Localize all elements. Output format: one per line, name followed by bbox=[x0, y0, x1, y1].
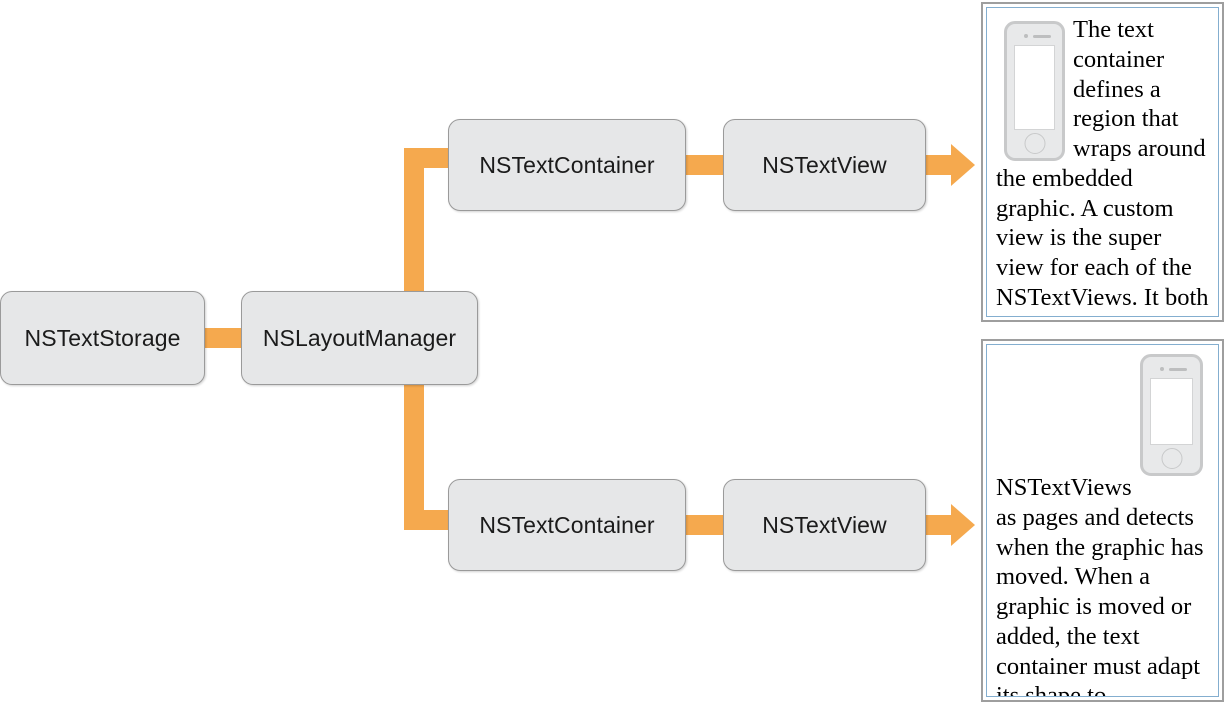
node-text-container-bottom-label: NSTextContainer bbox=[479, 511, 655, 538]
panel-top-inner: The text container defines a region that… bbox=[986, 7, 1219, 317]
connector-trunk-top-arm bbox=[404, 148, 460, 168]
node-layout-manager-label: NSLayoutManager bbox=[262, 324, 457, 351]
node-text-view-top-label: NSTextView bbox=[762, 151, 887, 178]
iphone-speaker-slot bbox=[1169, 368, 1187, 371]
connector-storage-to-layout bbox=[200, 328, 248, 348]
panel-bottom-text-body: NSTextViews as pages and detects when th… bbox=[987, 345, 1218, 697]
panel-top: The text container defines a region that… bbox=[981, 2, 1224, 322]
panel-top-text-body: The text container defines a region that… bbox=[987, 8, 1218, 316]
panel-bottom: NSTextViews as pages and detects when th… bbox=[981, 339, 1224, 702]
iphone-icon bbox=[1004, 21, 1065, 161]
iphone-icon bbox=[1140, 354, 1203, 476]
iphone-home-button bbox=[1024, 133, 1045, 154]
arrow-head-bottom bbox=[951, 504, 975, 546]
node-text-view-top[interactable]: NSTextView bbox=[723, 119, 926, 211]
connector-trunk-bottom-arm bbox=[404, 510, 460, 530]
node-text-container-top[interactable]: NSTextContainer bbox=[448, 119, 686, 211]
panel-bottom-text: NSTextViews as pages and detects when th… bbox=[996, 474, 1204, 697]
iphone-screen bbox=[1150, 378, 1193, 445]
node-text-view-bottom[interactable]: NSTextView bbox=[723, 479, 926, 571]
node-text-storage-label: NSTextStorage bbox=[24, 324, 181, 351]
iphone-camera-dot bbox=[1024, 34, 1028, 38]
iphone-screen bbox=[1014, 45, 1055, 130]
arrow-head-top bbox=[951, 144, 975, 186]
iphone-camera-dot bbox=[1160, 367, 1164, 371]
panel-top-text: The text container defines a region that… bbox=[996, 16, 1209, 316]
node-layout-manager[interactable]: NSLayoutManager bbox=[241, 291, 478, 385]
node-text-container-bottom[interactable]: NSTextContainer bbox=[448, 479, 686, 571]
node-text-container-top-label: NSTextContainer bbox=[479, 151, 655, 178]
iphone-home-button bbox=[1161, 448, 1182, 469]
iphone-speaker-slot bbox=[1033, 35, 1051, 38]
node-text-view-bottom-label: NSTextView bbox=[762, 511, 887, 538]
panel-bottom-inner: NSTextViews as pages and detects when th… bbox=[986, 344, 1219, 697]
node-text-storage[interactable]: NSTextStorage bbox=[0, 291, 205, 385]
